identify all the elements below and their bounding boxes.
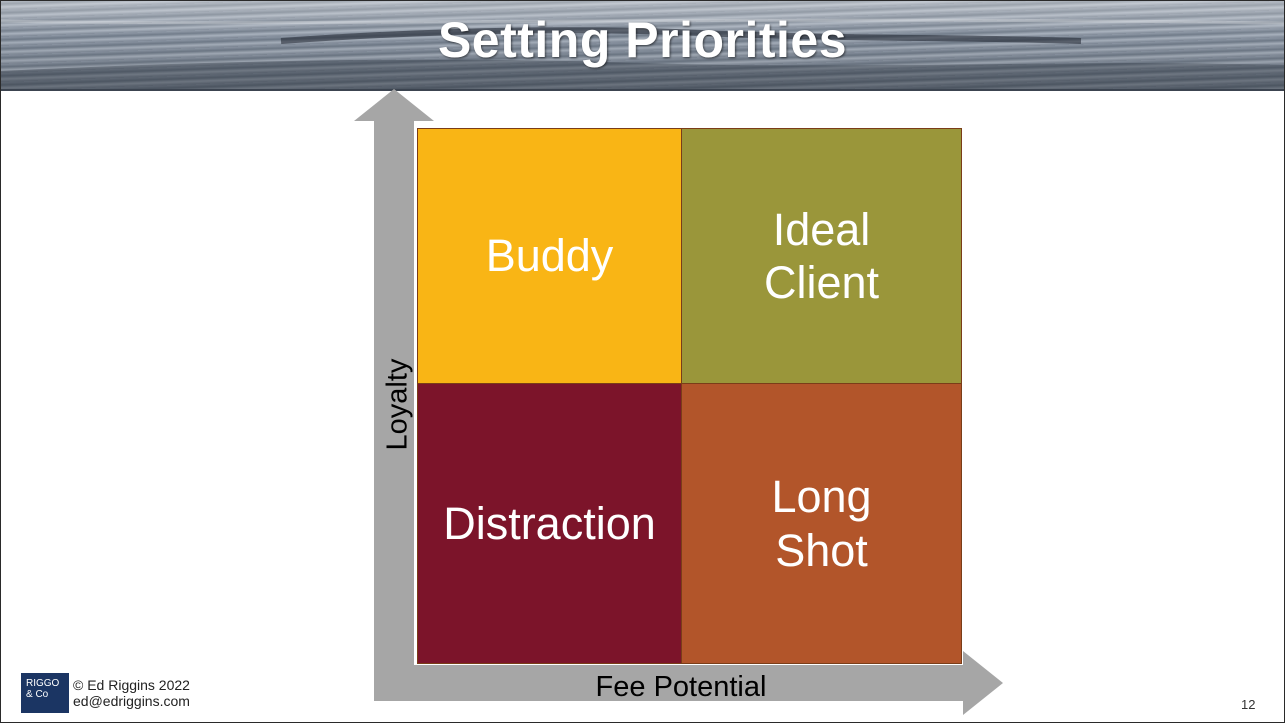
x-axis-label: Fee Potential [595,671,767,703]
y-axis-label: Loyalty [381,358,414,451]
quadrant-distraction: Distraction [417,383,682,664]
quadrant-ideal-client-label-line1: Ideal [772,203,871,255]
company-logo: RIGGO & Co [21,673,69,713]
slide-title: Setting Priorities [437,12,848,68]
quadrant-long-shot-label-line2: Shot [775,524,868,576]
quadrant-buddy-label: Buddy [485,230,614,282]
y-axis-arrow [354,89,434,701]
quadrant-buddy: Buddy [417,128,682,384]
copyright-text: © Ed Riggins 2022 [73,677,190,693]
page-number: 12 [1241,697,1256,712]
title-banner: Setting Priorities [1,1,1284,91]
quadrant-ideal-client: Ideal Client [681,128,962,384]
quadrant-distraction-label: Distraction [443,497,656,549]
banner-water-texture [1,18,1284,89]
logo-text-line2: & Co [26,689,49,700]
quadrant-ideal-client-label-line2: Client [763,257,880,308]
quadrant-long-shot: Long Shot [681,383,962,664]
x-axis-arrow [374,651,1003,715]
email-text: ed@edriggins.com [73,693,190,709]
logo-text-line1: RIGGO [26,678,60,689]
quadrant-long-shot-label-line1: Long [771,471,872,523]
footer-credits: © Ed Riggins 2022 ed@edriggins.com [73,677,190,709]
